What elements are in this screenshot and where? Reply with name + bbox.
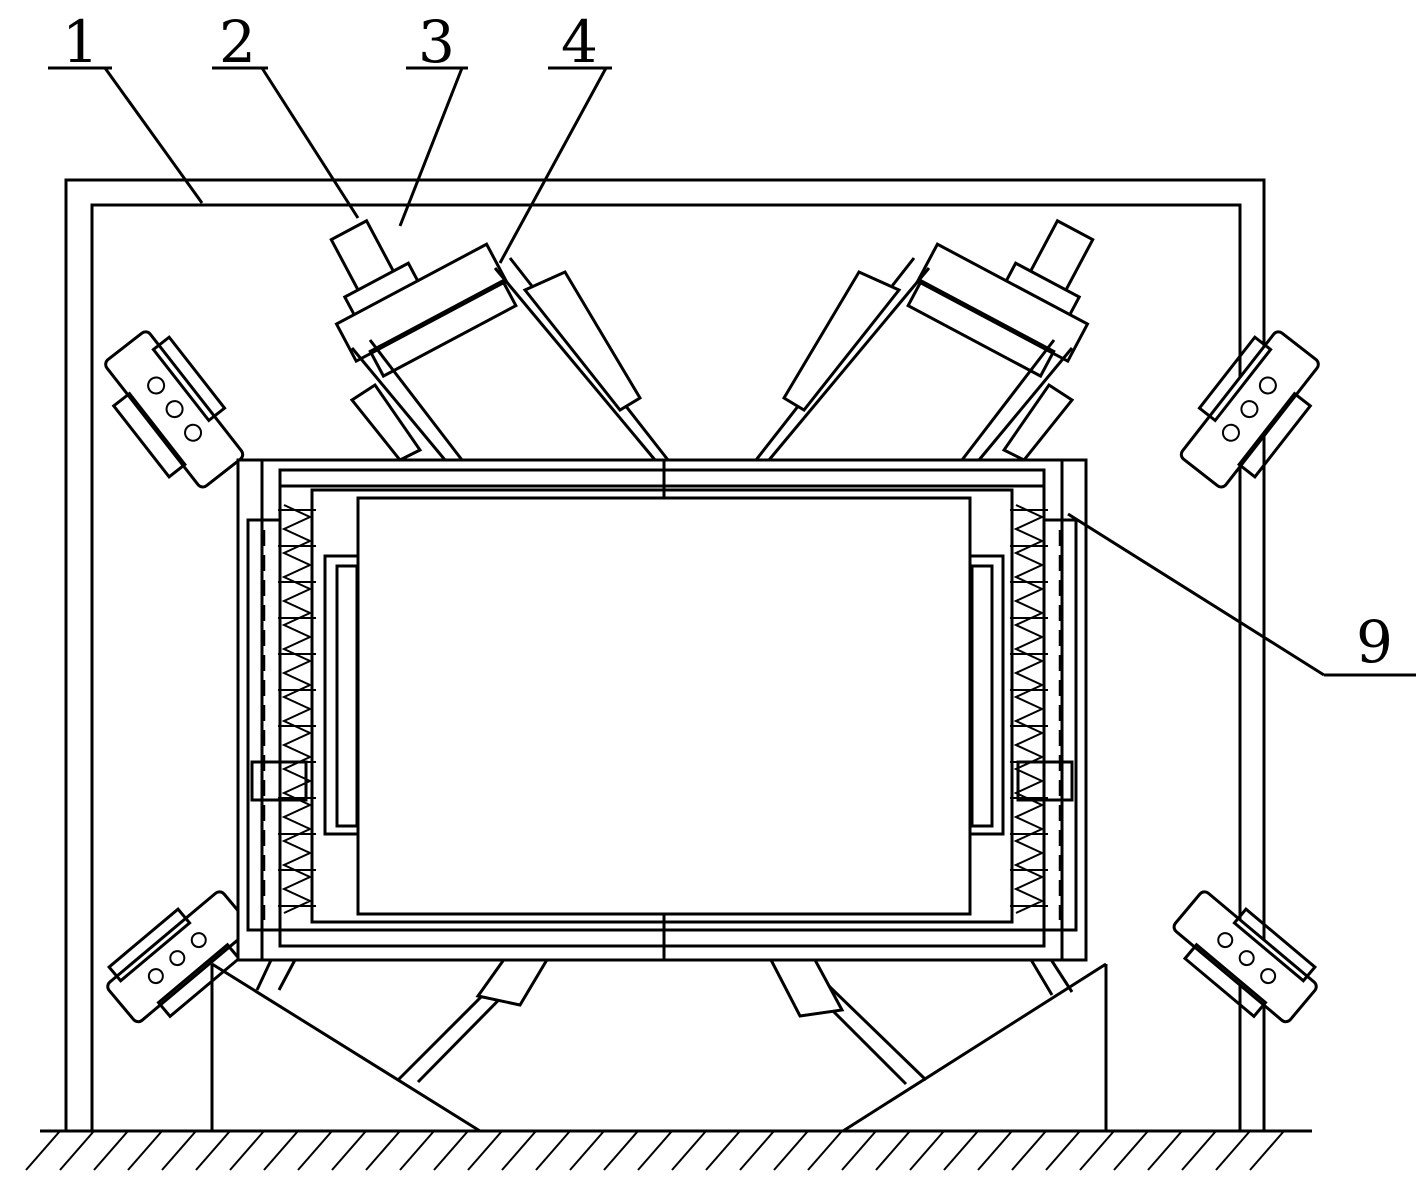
inner-side-plates (323, 554, 1005, 836)
hatch-line (93, 1130, 129, 1171)
hatch-line (331, 1130, 367, 1171)
upper-left-struts (349, 257, 670, 462)
right-spring-column (1010, 504, 1078, 932)
hatch-line (501, 1130, 537, 1171)
hatch-line (739, 1130, 775, 1171)
hatch-line (535, 1130, 571, 1171)
ground (25, 1129, 1312, 1171)
hatch-line (977, 1130, 1013, 1171)
callout-9: 9 (1356, 608, 1393, 676)
hatch-line (637, 1130, 673, 1171)
central-housing (236, 458, 1088, 962)
hatch-line (705, 1130, 741, 1171)
clamp-upper-left (104, 330, 245, 489)
upper-left-module (329, 218, 518, 379)
clamp-lower-right (1172, 890, 1318, 1024)
callout-1: 1 (62, 8, 99, 76)
hatch-line (671, 1130, 707, 1171)
hatch-line (1147, 1130, 1183, 1171)
leader-lines (48, 66, 1416, 677)
clamp-upper-right (1179, 330, 1320, 489)
lower-supports (210, 962, 1108, 1133)
spring-coil (1013, 504, 1045, 914)
hatch-line (365, 1130, 401, 1171)
hatch-line (1113, 1130, 1149, 1171)
hatch-line (229, 1130, 265, 1171)
left-spring-column (246, 504, 316, 932)
hatch-line (433, 1130, 469, 1171)
hatch-line (841, 1130, 877, 1171)
hatch-line (263, 1130, 299, 1171)
hatch-line (773, 1130, 809, 1171)
hatch-line (127, 1130, 163, 1171)
callout-2: 2 (219, 8, 256, 76)
hatch-line (467, 1130, 503, 1171)
hatch-line (161, 1130, 197, 1171)
hatch-line (1011, 1130, 1047, 1171)
ground-hatching (25, 1130, 1285, 1171)
hatch-line (875, 1130, 911, 1171)
hatch-line (807, 1130, 843, 1171)
spring-coil (281, 504, 313, 914)
hatch-line (25, 1130, 61, 1171)
hatch-line (909, 1130, 945, 1171)
hatch-line (569, 1130, 605, 1171)
clamp-lower-left (106, 890, 252, 1024)
hatch-line (195, 1130, 231, 1171)
hatch-line (1079, 1130, 1115, 1171)
hatch-line (1249, 1130, 1285, 1171)
hatch-line (59, 1130, 95, 1171)
hatch-line (297, 1130, 333, 1171)
outer-frame (64, 178, 1266, 1131)
upper-right-module (754, 218, 1095, 462)
lower-diagonal-struts (255, 956, 1074, 1086)
hatch-line (943, 1130, 979, 1171)
callout-4: 4 (561, 8, 598, 76)
hatch-line (603, 1130, 639, 1171)
hatch-line (1045, 1130, 1081, 1171)
callout-3: 3 (418, 8, 455, 76)
hatch-line (1215, 1130, 1251, 1171)
hatch-line (399, 1130, 435, 1171)
hatch-line (1181, 1130, 1217, 1171)
